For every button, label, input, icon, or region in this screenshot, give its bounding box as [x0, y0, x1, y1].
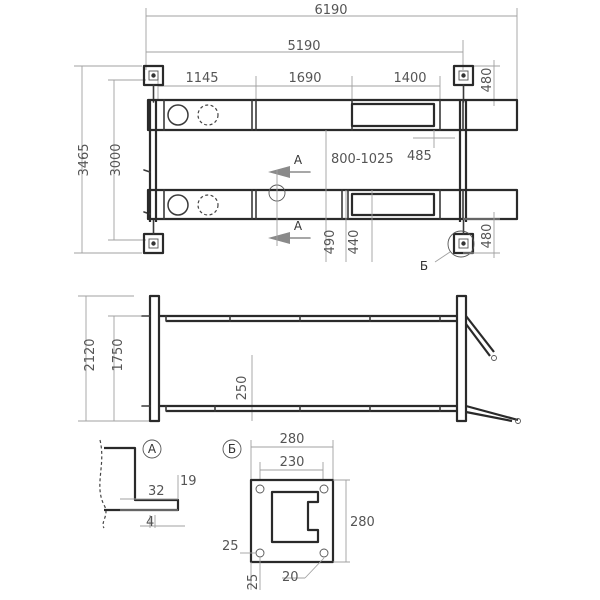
detail-a-lip-edge: 4 — [146, 515, 154, 530]
segment-1-dimension: 1145 — [185, 71, 218, 86]
overall-width-dimension: 6190 — [314, 3, 347, 18]
segment-2-dimension: 1690 — [288, 71, 321, 86]
detail-a-thickness: 19 — [180, 474, 197, 489]
detail-b-edge-offset: 25 — [222, 539, 239, 554]
detail-b-plate-width: 280 — [280, 432, 305, 447]
height-overall-dimension: 2120 — [83, 338, 98, 371]
elevation-posts — [141, 294, 468, 423]
post-offset-top-dimension: 480 — [480, 68, 495, 93]
runway-top — [146, 98, 519, 132]
rail-extension-label: 485 — [407, 149, 432, 164]
segment-3-dimension: 1400 — [393, 71, 426, 86]
detail-b-callout-label: Б — [420, 259, 428, 273]
plan-view: 6190 5190 1145 1690 1400 480 3465 — [74, 3, 519, 273]
rail-span-dimension: 5190 — [287, 39, 320, 54]
plan-top-dimensions: 6190 5190 1145 1690 1400 480 — [145, 3, 518, 106]
corner-post-top-left — [142, 64, 165, 103]
section-a-label-top: А — [294, 153, 303, 167]
min-height-dimension: 250 — [235, 376, 250, 401]
corner-post-bottom-left — [142, 218, 165, 255]
detail-b-edge-offset-bottom: 25 — [246, 574, 261, 591]
depth-posts-dimension: 3000 — [109, 143, 124, 176]
height-platform-dimension: 1750 — [111, 338, 126, 371]
cross-members — [143, 100, 468, 222]
corner-post-top-right — [452, 64, 475, 103]
elevation-bottom-platform — [159, 404, 457, 413]
detail-b-bolt-spacing: 230 — [280, 455, 305, 470]
detail-b-hole-diameter: 20 — [282, 570, 299, 585]
detail-b-label: Б — [228, 442, 236, 456]
detail-b: Б 280 230 280 25 25 20 — [222, 432, 375, 590]
detail-a-lip-width: 32 — [148, 484, 165, 499]
detail-a: А 32 19 4 — [99, 439, 197, 530]
post-offset-bottom-dimension: 480 — [480, 224, 495, 249]
plan-left-dimensions: 3465 3000 — [74, 65, 146, 254]
runway-width-a-label: 490 — [323, 230, 338, 255]
elevation-view: 2120 1750 250 — [78, 294, 521, 424]
runway-width-dimensions: 490 440 — [323, 190, 373, 262]
elevation-top-platform — [159, 314, 457, 323]
elevation-ramps — [465, 315, 521, 424]
section-a-label-bottom: А — [294, 219, 303, 233]
elevation-dimensions: 2120 1750 250 — [78, 295, 253, 422]
section-arrows: А А — [268, 153, 311, 246]
runway-width-b-label: 440 — [347, 230, 362, 255]
gap-dimension: 800-1025 485 — [325, 130, 455, 190]
gap-range-label: 800-1025 — [331, 152, 394, 167]
detail-a-label: А — [148, 442, 157, 456]
runway-bottom — [146, 188, 519, 221]
corner-post-bottom-right — [452, 218, 475, 255]
detail-b-plate-height: 280 — [350, 515, 375, 530]
detail-b-marker: Б 480 — [420, 212, 500, 273]
depth-overall-dimension: 3465 — [77, 143, 92, 176]
